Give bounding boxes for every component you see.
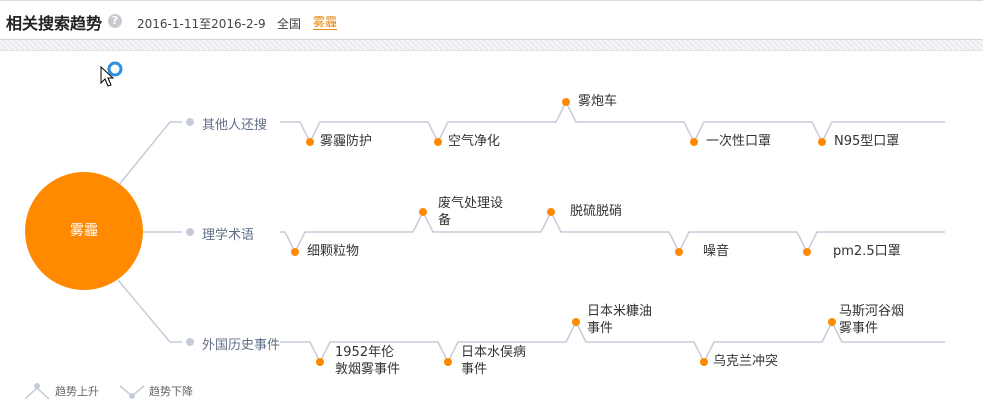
keyword-item[interactable]: 一次性口罩: [706, 134, 772, 149]
keyword-dot: [419, 208, 427, 216]
trend-up-icon: [24, 383, 50, 400]
connector-line: [117, 279, 182, 343]
branch-node: [186, 118, 194, 126]
center-keyword-node[interactable]: 雾霾: [25, 172, 143, 290]
keyword-item[interactable]: pm2.5口罩: [833, 244, 901, 259]
keyword-item[interactable]: 废气处理设 备: [438, 196, 504, 228]
connector-line: [117, 121, 182, 187]
keyword-dot: [572, 318, 580, 326]
trend-down-icon: [119, 385, 145, 399]
page-title: 相关搜索趋势: [6, 14, 103, 33]
keyword-dot: [818, 138, 826, 146]
branch-node: [186, 338, 194, 346]
branch-label-others[interactable]: 其他人还搜: [202, 118, 268, 133]
mouse-cursor-icon: [100, 66, 115, 87]
keyword-dot: [306, 138, 314, 146]
keyword-item[interactable]: 马斯河谷烟 雾事件: [839, 304, 905, 336]
legend-up-label: 趋势上升: [55, 385, 99, 398]
keyword-dot: [444, 358, 452, 366]
region-filter[interactable]: 全国: [277, 17, 302, 31]
keyword-link[interactable]: 雾霾: [313, 15, 338, 30]
keyword-dot: [547, 208, 555, 216]
keyword-item[interactable]: 乌克兰冲突: [713, 354, 779, 369]
keyword-dot: [562, 98, 570, 106]
date-range[interactable]: 2016-1-11至2016-2-9: [137, 17, 266, 31]
loading-icon: [107, 61, 123, 77]
keyword-item[interactable]: 1952年伦 敦烟雾事件: [335, 345, 401, 377]
keyword-dot: [690, 138, 698, 146]
legend-down-label: 趋势下降: [149, 385, 193, 398]
keyword-item[interactable]: 噪音: [703, 244, 730, 259]
keyword-item[interactable]: 日本水俣病 事件: [461, 345, 527, 377]
keyword-dot: [828, 318, 836, 326]
keyword-dot: [434, 138, 442, 146]
header-bar: 相关搜索趋势 ? 2016-1-11至2016-2-9 全国 雾霾: [0, 0, 983, 40]
keyword-dot: [675, 248, 683, 256]
keyword-item[interactable]: 细颗粒物: [307, 244, 360, 259]
keyword-item[interactable]: 雾炮车: [578, 94, 618, 109]
keyword-item[interactable]: 日本米糠油 事件: [587, 304, 653, 336]
keyword-dot: [700, 358, 708, 366]
keyword-item[interactable]: 空气净化: [448, 134, 501, 149]
keyword-item[interactable]: N95型口罩: [834, 134, 900, 149]
branch-node: [186, 228, 194, 236]
keyword-dot: [803, 248, 811, 256]
keyword-dot: [316, 358, 324, 366]
keyword-item[interactable]: 雾霾防护: [320, 134, 373, 149]
keyword-item[interactable]: 脱硫脱硝: [570, 204, 623, 219]
divider-band: [0, 40, 983, 51]
keyword-dot: [291, 248, 299, 256]
branch-label-science[interactable]: 理学术语: [202, 228, 255, 243]
branch-label-history[interactable]: 外国历史事件: [202, 338, 281, 353]
question-icon[interactable]: ?: [108, 14, 122, 28]
